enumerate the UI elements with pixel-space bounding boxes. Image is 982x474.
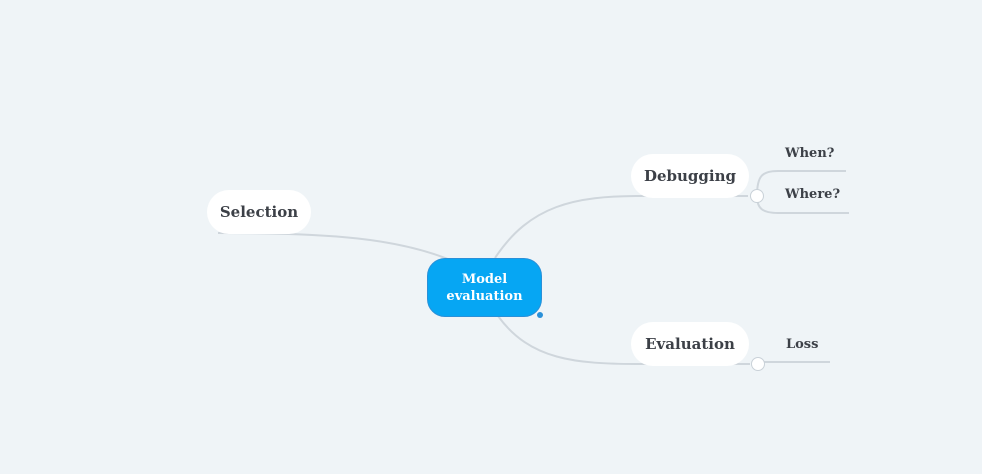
collapse-toggle-evaluation[interactable] bbox=[751, 357, 765, 371]
topic-evaluation-label: Evaluation bbox=[645, 335, 735, 353]
root-topic-model-evaluation[interactable]: Model evaluation bbox=[427, 258, 542, 317]
topic-selection[interactable]: Selection bbox=[207, 190, 311, 234]
root-topic-label-line2: evaluation bbox=[446, 288, 523, 304]
connector-root-evaluation bbox=[497, 315, 750, 365]
subtopic-where[interactable]: Where? bbox=[785, 187, 840, 202]
topic-debugging[interactable]: Debugging bbox=[631, 154, 749, 198]
root-topic-label-line1: Model bbox=[461, 271, 508, 287]
subtopic-where-label: Where? bbox=[785, 187, 841, 202]
connector-root-selection bbox=[217, 232, 456, 263]
topic-evaluation[interactable]: Evaluation bbox=[631, 322, 749, 366]
subtopic-when-label: When? bbox=[785, 146, 835, 161]
root-resize-handle[interactable] bbox=[537, 312, 543, 318]
subtopic-loss-label: Loss bbox=[786, 337, 819, 352]
subtopic-when[interactable]: When? bbox=[785, 146, 834, 161]
topic-debugging-label: Debugging bbox=[643, 167, 736, 185]
subtopic-loss[interactable]: Loss bbox=[786, 337, 818, 352]
collapse-toggle-debugging[interactable] bbox=[750, 189, 764, 203]
connector-root-debugging bbox=[494, 195, 748, 259]
topic-selection-label: Selection bbox=[219, 203, 299, 221]
